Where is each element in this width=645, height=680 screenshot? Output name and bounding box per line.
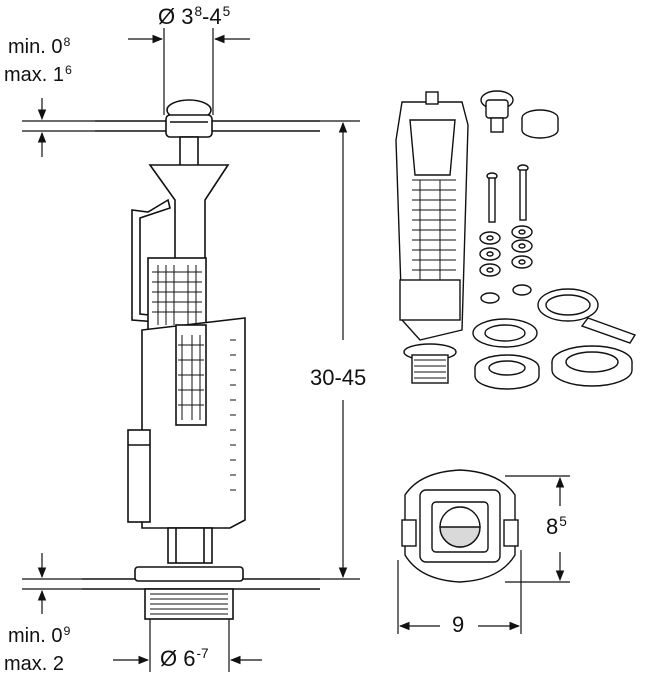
bottom-diameter-label: Ø 6-7 xyxy=(160,646,209,671)
detail-height-text: 8 xyxy=(546,514,559,539)
height-range-label: 30-45 xyxy=(310,365,367,390)
bottom-diameter-prefix: Ø 6 xyxy=(160,646,196,671)
top-tolerance-max-sup: 6 xyxy=(65,63,72,77)
top-diameter-mid: -4 xyxy=(202,4,222,29)
dimension-lines xyxy=(22,28,360,672)
bottom-diameter-sup: -7 xyxy=(196,646,209,661)
top-diameter-label: Ø 38-45 xyxy=(158,4,231,29)
bottom-tolerance-min-sup: 9 xyxy=(63,624,71,638)
top-tolerance-min-sup: 8 xyxy=(63,35,71,49)
top-tolerance-min-text: min. 0 xyxy=(8,36,63,58)
bottom-nut xyxy=(134,566,244,582)
detail-height-sup: 5 xyxy=(559,514,567,529)
main-side-view xyxy=(82,99,320,620)
valve-stem xyxy=(179,136,199,168)
washers xyxy=(479,225,533,304)
bottom-tolerance-min-text: min. 0 xyxy=(8,625,63,647)
scale-marks xyxy=(230,339,236,491)
base-connector xyxy=(167,527,213,564)
wrench-tool xyxy=(537,288,637,344)
top-diameter-sup2: 5 xyxy=(222,4,231,19)
bottom-tolerance-max: max. 2 xyxy=(4,653,65,675)
detail-dimension-lines xyxy=(397,475,570,634)
left-tube xyxy=(127,429,151,523)
valve-assembly xyxy=(395,91,469,384)
cap-parts xyxy=(480,90,559,139)
detail-width-label: 9 xyxy=(452,612,465,637)
screws xyxy=(486,164,529,223)
top-diameter-sup1: 8 xyxy=(194,4,203,19)
float-gauge-column xyxy=(147,257,207,331)
top-view-detail xyxy=(401,469,519,583)
top-tolerance-max-text: max. 1 xyxy=(4,64,65,86)
exploded-assembly-view xyxy=(395,90,637,390)
top-tolerance-min: min. 08 xyxy=(8,35,71,58)
top-diameter-prefix: Ø 3 xyxy=(158,4,194,29)
top-tolerance-max: max. 16 xyxy=(4,63,72,86)
bottom-tolerance-min: min. 09 xyxy=(8,624,71,647)
top-cap xyxy=(165,99,213,138)
detail-height-label: 85 xyxy=(546,514,567,539)
seal-rings xyxy=(472,318,633,390)
